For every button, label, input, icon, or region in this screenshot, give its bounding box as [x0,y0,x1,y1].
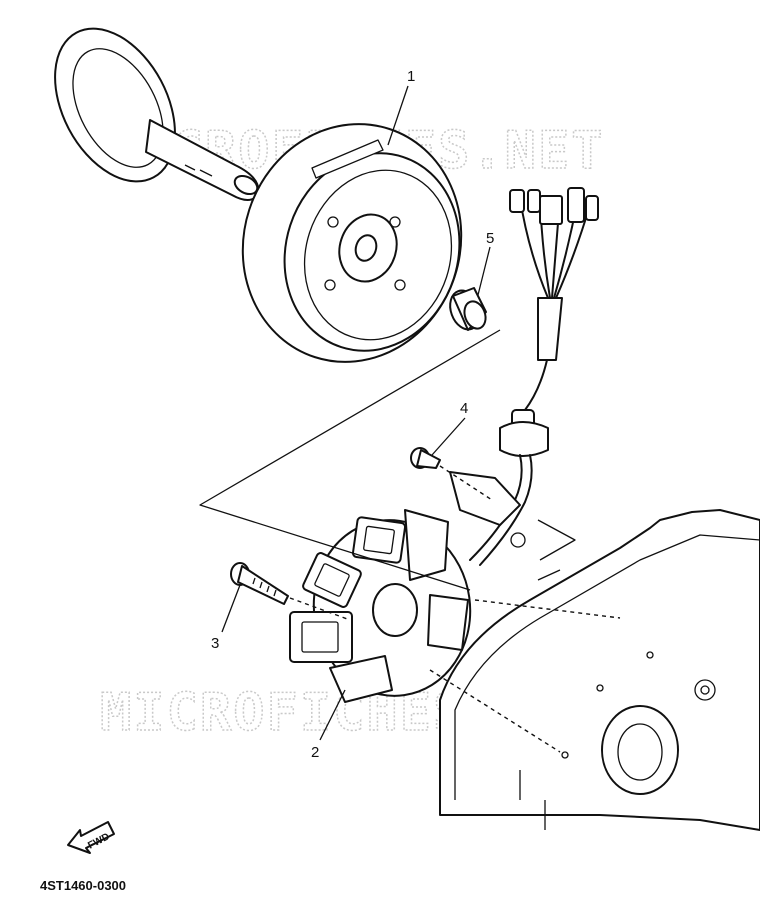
callout-2: 2 [311,689,346,761]
callout-5: 5 [477,230,494,296]
bolt-long [230,562,289,605]
crankshaft [54,27,260,201]
diagram-code: 4ST1460-0300 [40,878,126,893]
callout-3: 3 [211,584,241,652]
flywheel-rotor [241,123,463,363]
fwd-arrow-icon: FWD [67,821,115,854]
crankcase-cover [439,509,760,831]
svg-text:5: 5 [486,230,494,247]
callout-1: 1 [387,68,415,146]
collar [449,287,487,331]
svg-text:4: 4 [460,400,468,417]
assembly-lines [199,329,621,753]
svg-text:2: 2 [311,744,319,761]
svg-text:3: 3 [211,635,219,652]
callout-4: 4 [431,400,468,456]
bolt-small [410,447,441,469]
stator-assembly [289,471,526,703]
svg-text:1: 1 [407,68,415,85]
